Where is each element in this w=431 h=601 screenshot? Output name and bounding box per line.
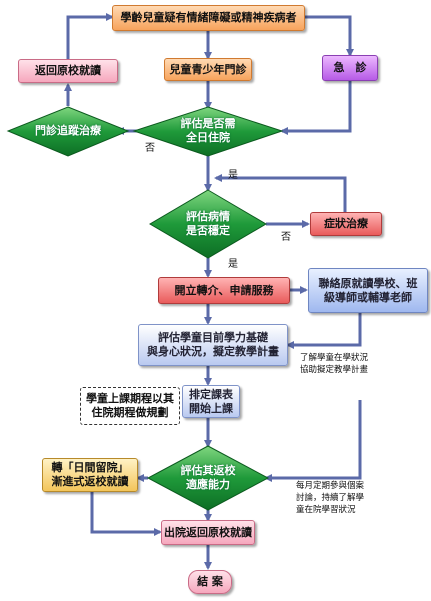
monthly-line-2: 討論，持續了解學: [296, 493, 365, 503]
followup-diamond: 門診追蹤治療: [20, 122, 116, 140]
inpatient-diamond-shape: [132, 106, 284, 157]
symptom-text: 症狀治療: [324, 217, 368, 230]
plan-note-box: 學童上課期程以其 住院期程做規劃: [80, 387, 180, 425]
referral-box: 開立轉介、申請服務: [158, 277, 290, 304]
day-care-line-1: 轉「日間留院」: [51, 461, 129, 474]
schedule-line-2: 開始上課: [189, 401, 233, 415]
contact-line-1: 聯絡原就讀學校、班: [318, 276, 418, 290]
day-care-box: 轉「日間留院」 漸進式返校就讀: [42, 458, 138, 492]
symptom-box: 症狀治療: [310, 212, 382, 236]
discharge-text: 出院返回原校就讀: [164, 525, 252, 539]
understand-line-2: 協助擬定教學計畫: [300, 365, 369, 375]
referral-text: 開立轉介、申請服務: [174, 283, 274, 297]
stable-line-1: 評估病情: [186, 210, 230, 223]
adapt-diamond-shape: [146, 445, 270, 511]
start-box: 學齡兒童疑有情緒障礙或精神疾病者: [112, 5, 305, 31]
adapt-diamond: 評估其返校 適應能力: [163, 462, 253, 494]
connector-lines: [64, 13, 362, 570]
followup-diamond-shape: [6, 106, 130, 157]
adapt-line-1: 評估其返校: [180, 464, 236, 477]
day-care-line-2: 漸進式返校就讀: [51, 475, 129, 488]
contact-box: 聯絡原就讀學校、班 級導師或輔導老師: [308, 268, 428, 313]
schedule-line-1: 排定課表: [189, 387, 233, 401]
emergency-text: 急 診: [333, 61, 367, 74]
no-mark-inpatient: 否: [145, 143, 155, 154]
plan-line-2: 住院期程做規劃: [91, 406, 169, 419]
assess-line-1: 評估學童目前學力基礎: [158, 331, 268, 344]
assess-line-2: 與身心狀況，擬定教學計畫: [147, 345, 279, 358]
stable-diamond-shape: [149, 189, 267, 259]
monthly-line-3: 童在院學習狀況: [296, 505, 356, 515]
inpatient-line-2: 全日住院: [186, 131, 230, 144]
understand-school-note: 了解學童在學狀況 協助擬定教學計畫: [300, 352, 390, 376]
followup-text: 門診追蹤治療: [35, 124, 101, 137]
stable-line-2: 是否穩定: [186, 224, 230, 237]
stable-diamond: 評估病情 是否穩定: [163, 208, 253, 240]
discharge-box: 出院返回原校就讀: [161, 520, 255, 545]
understand-line-1: 了解學童在學狀況: [300, 353, 369, 363]
clinic-box: 兒童青少年門診: [164, 58, 252, 81]
monthly-meeting-note: 每月定期參與個案 討論，持續了解學 童在院學習狀況: [296, 480, 396, 516]
plan-line-1: 學童上課期程以其: [86, 392, 174, 405]
end-box: 結 案: [188, 570, 232, 594]
monthly-line-1: 每月定期參與個案: [296, 481, 365, 491]
yes-mark-stable: 是: [228, 259, 238, 270]
no-mark-stable: 否: [281, 232, 291, 243]
schedule-box: 排定課表 開始上課: [182, 385, 240, 418]
adapt-line-2: 適應能力: [186, 478, 230, 491]
inpatient-diamond: 評估是否需 全日住院: [160, 115, 256, 147]
inpatient-line-1: 評估是否需: [180, 117, 236, 130]
return-school-box: 返回原校就讀: [18, 59, 118, 83]
return-school-text: 返回原校就讀: [35, 64, 101, 77]
assess-box: 評估學童目前學力基礎 與身心狀況，擬定教學計畫: [138, 324, 288, 366]
start-text: 學齡兒童疑有情緒障礙或精神疾病者: [120, 11, 297, 24]
end-text: 結 案: [197, 575, 223, 588]
emergency-box: 急 診: [322, 55, 378, 81]
clinic-text: 兒童青少年門診: [169, 62, 247, 76]
contact-line-2: 級導師或輔導老師: [324, 290, 412, 304]
yes-mark-inpatient: 是: [228, 170, 238, 181]
